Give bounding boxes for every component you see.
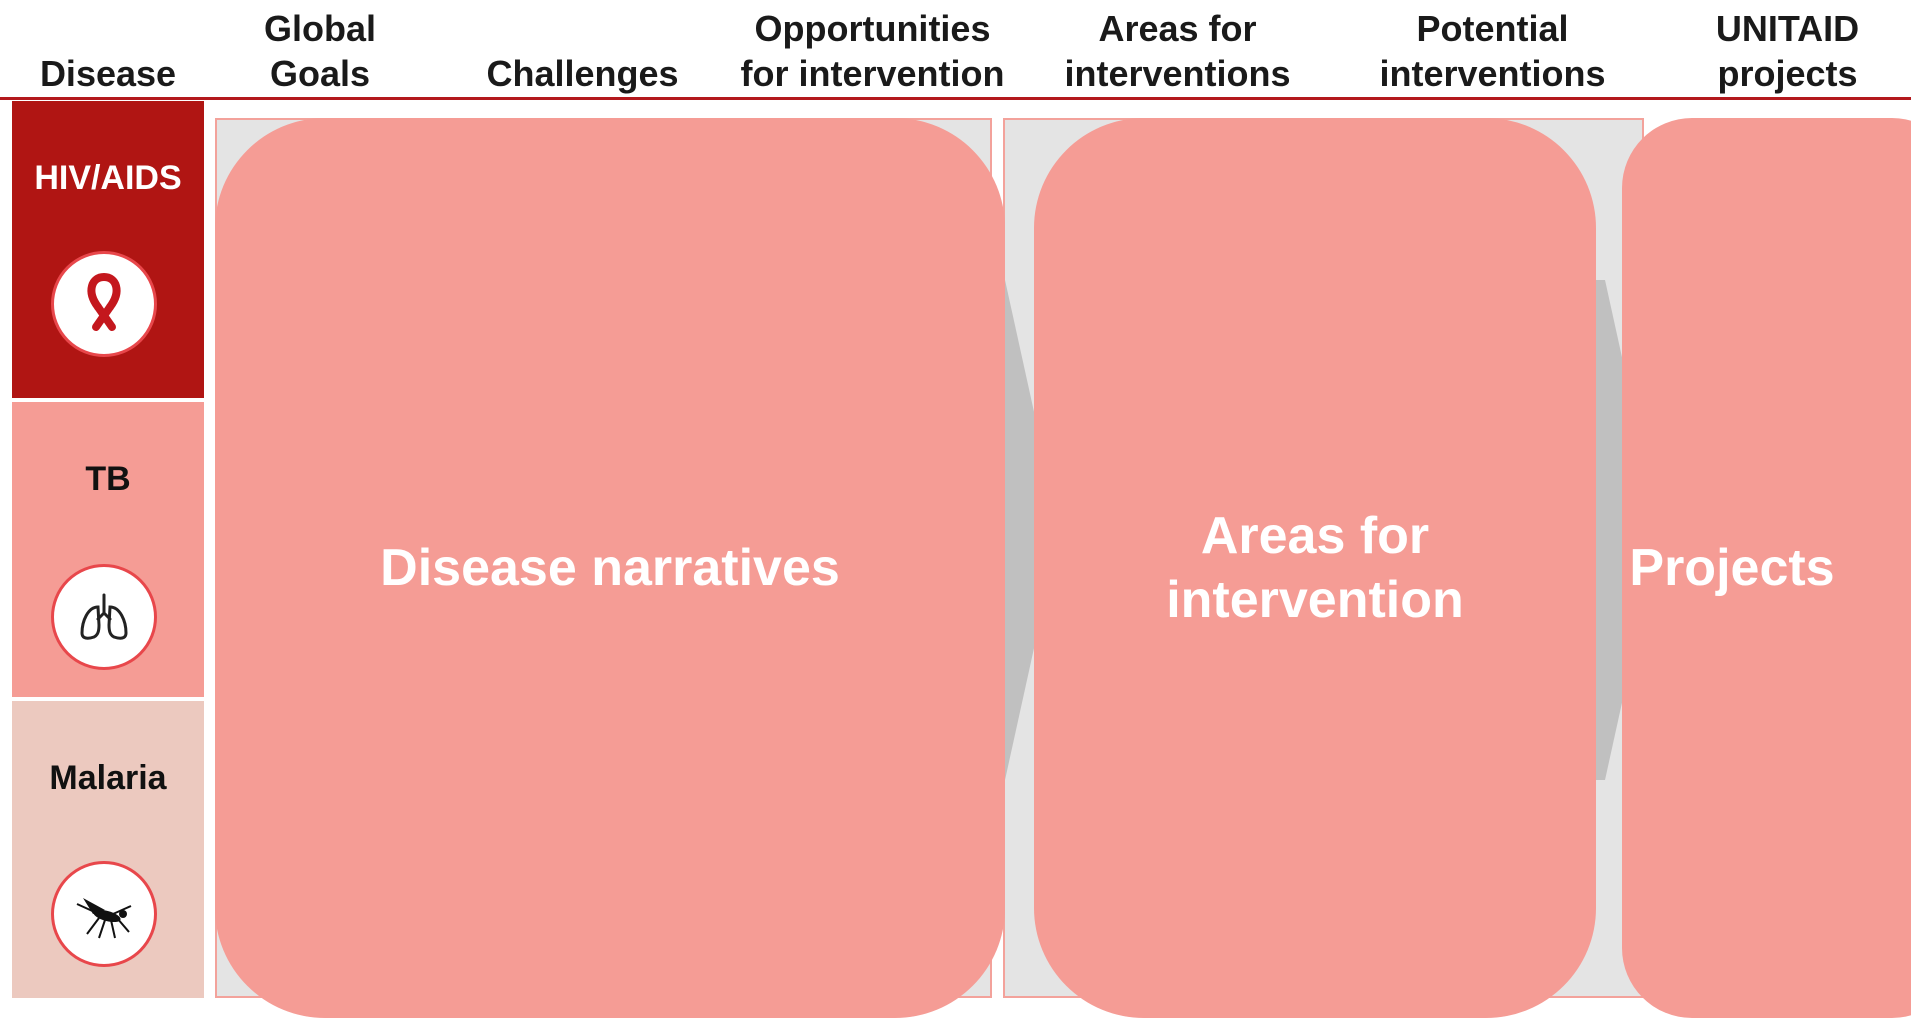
aids-ribbon-icon: [51, 251, 157, 357]
header-areas: Areas for interventions: [1064, 8, 1291, 94]
disease-row-hiv: HIV/AIDS: [12, 101, 204, 398]
lungs-icon: [51, 564, 157, 670]
block-areas-for-intervention: Areas for intervention: [1034, 118, 1596, 1018]
header-challenges: Challenges: [486, 53, 679, 94]
block-disease-narratives: Disease narratives: [215, 118, 1005, 1018]
header-unitaid-projects: UNITAID projects: [1715, 8, 1860, 94]
header-potential: Potential interventions: [1379, 8, 1606, 94]
header-divider: [0, 97, 1911, 100]
disease-name-hiv: HIV/AIDS: [34, 159, 182, 197]
header-global-goals: Global Goals: [263, 8, 376, 94]
header-opportunities: Opportunities for intervention: [740, 8, 1005, 94]
disease-name-tb: TB: [85, 460, 131, 498]
header-disease: Disease: [39, 53, 177, 94]
disease-name-malaria: Malaria: [49, 759, 167, 797]
disease-row-tb: TB: [12, 402, 204, 697]
mosquito-icon: [51, 861, 157, 967]
disease-row-malaria: Malaria: [12, 701, 204, 998]
block-projects: Projects: [1622, 118, 1911, 1018]
